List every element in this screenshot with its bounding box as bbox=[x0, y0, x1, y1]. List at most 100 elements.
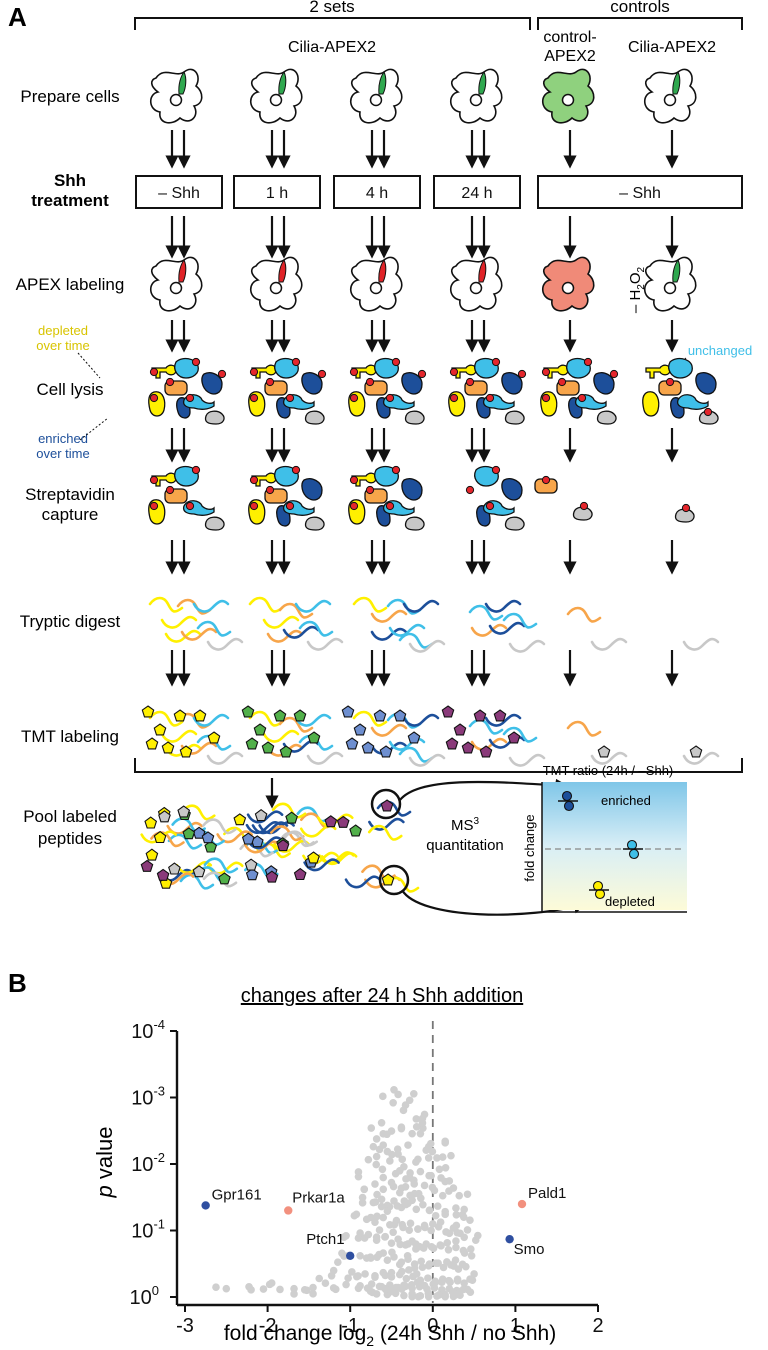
data-point bbox=[388, 1248, 396, 1257]
peptide bbox=[164, 629, 202, 643]
data-point bbox=[422, 1146, 430, 1154]
biotin-dot bbox=[291, 465, 301, 475]
tmt-tag bbox=[473, 709, 487, 722]
yellow-stick-protein bbox=[251, 364, 277, 379]
control-prepared-cell bbox=[541, 68, 595, 124]
data-point bbox=[276, 1285, 284, 1294]
data-point bbox=[387, 1239, 396, 1247]
biotin-dot bbox=[517, 369, 527, 379]
annotation-enriched-leader bbox=[79, 417, 109, 441]
data-point bbox=[463, 1226, 472, 1234]
tmt-tag bbox=[241, 705, 255, 718]
tmt-tag bbox=[379, 745, 393, 758]
data-point bbox=[436, 1218, 445, 1226]
protein-grey bbox=[404, 516, 425, 531]
peptide bbox=[398, 632, 434, 649]
yellow-stick-protein bbox=[645, 364, 671, 379]
data-point bbox=[373, 1190, 381, 1199]
data-point bbox=[407, 1281, 416, 1289]
data-point bbox=[398, 1220, 407, 1229]
data-point bbox=[412, 1158, 420, 1166]
protein-yellowstick bbox=[543, 364, 569, 379]
data-point bbox=[439, 1263, 448, 1272]
unlabeled-cilia-cell bbox=[643, 256, 697, 312]
tmt-tag bbox=[461, 741, 475, 754]
data-point bbox=[436, 1241, 445, 1249]
data-point bbox=[372, 1152, 381, 1161]
tmt-tag bbox=[380, 799, 394, 812]
data-point bbox=[367, 1213, 375, 1222]
data-point bbox=[358, 1199, 367, 1207]
data-point bbox=[353, 1272, 361, 1281]
protein-lightbluetail bbox=[676, 394, 709, 410]
row-labels: Prepare cells Shh treatment APEX labelin… bbox=[16, 87, 125, 848]
row-label-shh-line2: treatment bbox=[31, 191, 109, 210]
zoom-circle-enriched bbox=[370, 788, 402, 820]
data-point bbox=[372, 1233, 381, 1241]
biotin-dot bbox=[485, 393, 495, 403]
tmt-tag bbox=[345, 737, 359, 750]
tmt-tag bbox=[445, 737, 459, 750]
captured-cluster bbox=[674, 503, 695, 523]
biotin-dot bbox=[491, 357, 501, 367]
tmt-tag bbox=[341, 705, 355, 718]
labeled-cell bbox=[449, 256, 503, 312]
annotation-enriched-line2: over time bbox=[36, 446, 89, 461]
tmt-tag bbox=[177, 805, 191, 818]
prepared-cell bbox=[449, 68, 503, 124]
labeled-cell bbox=[149, 256, 203, 312]
data-point bbox=[474, 1231, 482, 1240]
group-label-sets: 2 sets bbox=[309, 0, 354, 16]
data-point bbox=[467, 1251, 476, 1260]
data-point bbox=[354, 1168, 363, 1176]
yellow-stick-protein bbox=[543, 364, 569, 379]
protein-grey bbox=[204, 516, 225, 531]
data-point bbox=[433, 1202, 442, 1210]
data-point bbox=[321, 1279, 330, 1287]
tmt-tag bbox=[253, 723, 267, 736]
biotin-dot bbox=[385, 501, 395, 511]
lysate-cluster bbox=[148, 357, 227, 425]
biotin-dot bbox=[485, 501, 495, 511]
protein-yellowstick bbox=[251, 364, 277, 379]
data-point bbox=[431, 1211, 440, 1220]
data-point bbox=[375, 1145, 384, 1154]
grey-protein bbox=[204, 516, 225, 531]
peptide bbox=[245, 820, 283, 834]
data-point bbox=[290, 1284, 298, 1293]
data-point bbox=[463, 1190, 472, 1199]
data-point bbox=[367, 1124, 376, 1132]
data-point bbox=[399, 1106, 408, 1115]
tmt-tag bbox=[273, 709, 287, 722]
data-point bbox=[408, 1196, 416, 1205]
tmt-tag bbox=[293, 867, 307, 881]
biotin-dot bbox=[217, 369, 227, 379]
tmt-tag bbox=[597, 745, 611, 758]
peptide bbox=[408, 753, 446, 767]
dark-blue-protein bbox=[695, 372, 717, 395]
data-point bbox=[371, 1273, 379, 1282]
peptide bbox=[682, 751, 720, 765]
biotin-dot bbox=[465, 485, 475, 495]
arrow-to-enriched bbox=[399, 778, 569, 801]
data-point bbox=[410, 1090, 418, 1098]
data-point bbox=[358, 1193, 367, 1202]
protein-darkblue bbox=[695, 372, 717, 395]
labeled-cell bbox=[249, 256, 303, 312]
peptide-group bbox=[468, 599, 546, 653]
peptide bbox=[370, 627, 408, 641]
data-point bbox=[424, 1274, 432, 1282]
treatment-box bbox=[233, 175, 321, 209]
data-point bbox=[360, 1234, 369, 1242]
peptide bbox=[590, 751, 628, 765]
dark-blue-protein bbox=[301, 372, 323, 395]
peptide bbox=[160, 729, 198, 743]
data-point bbox=[428, 1183, 437, 1192]
data-point bbox=[387, 1268, 396, 1277]
data-point bbox=[424, 1292, 433, 1301]
tmt-ratio-title: TMT ratio (24h / –Shh) bbox=[543, 763, 674, 778]
data-point bbox=[425, 1260, 434, 1268]
data-point bbox=[419, 1200, 427, 1209]
protein-yellow bbox=[642, 391, 660, 417]
